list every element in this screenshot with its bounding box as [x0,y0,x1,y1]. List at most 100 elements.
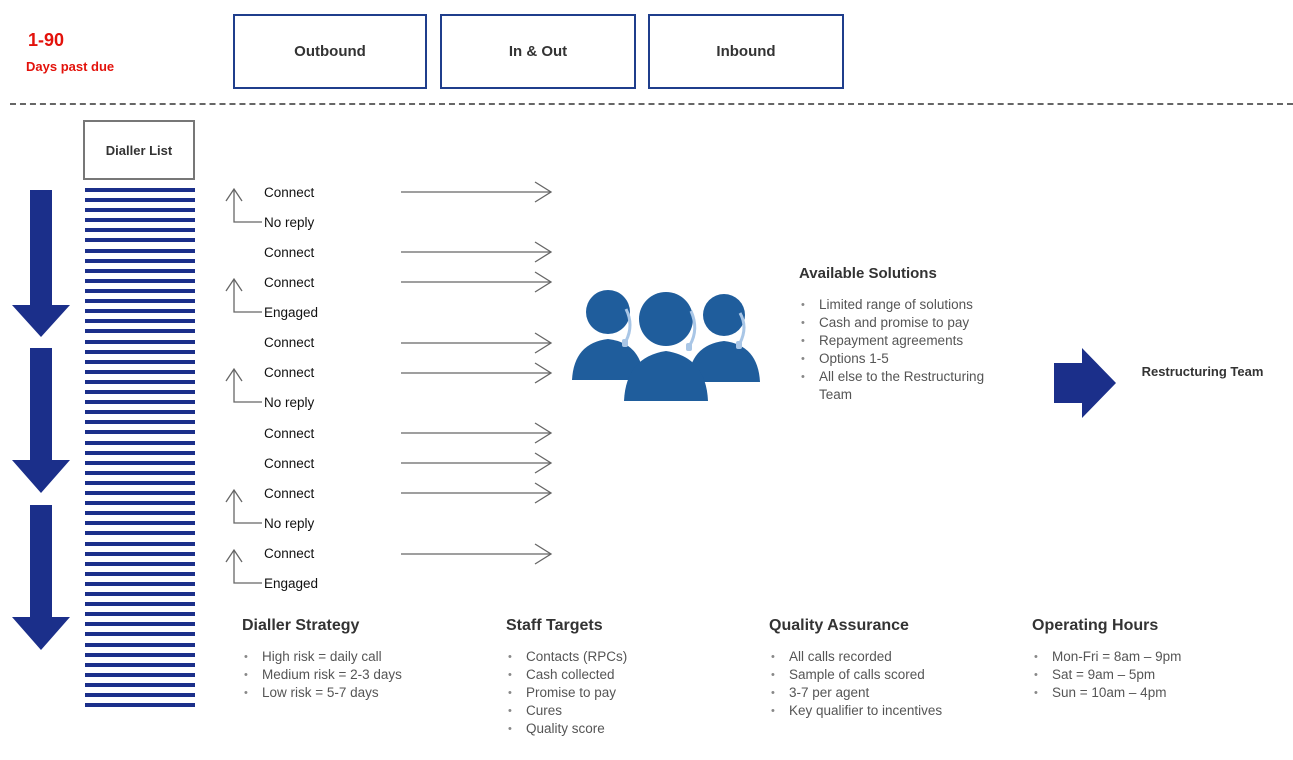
down-arrow-icon [12,348,70,493]
dialler-list-row [85,309,195,313]
available-solutions-title: Available Solutions [799,265,937,282]
call-outcome-no-reply: No reply [264,516,315,531]
call-outcome-connect: Connect [264,335,315,350]
channel-in-and-out: In & Out [440,14,636,89]
list-item: Medium risk = 2-3 days [242,666,472,684]
list-item: All calls recorded [769,648,1009,666]
dialler-list-row [85,673,195,677]
call-outcome-connect: Connect [264,275,315,290]
dialler-list-row [85,632,195,636]
dialler-list-row [85,279,195,283]
channel-inbound: Inbound [648,14,844,89]
retry-arrow-icon [225,277,262,313]
list-item: Mon-Fri = 8am – 9pm [1032,648,1262,666]
list-item: Cash collected [506,666,736,684]
days-past-due-label: Days past due [26,59,115,74]
dialler-list-row [85,238,195,242]
dialler-list-row [85,218,195,222]
list-item: Limited range of solutions [799,296,1029,314]
list-item: All else to the Restructuring Team [799,368,1019,404]
dialler-list-row [85,622,195,626]
dialler-list-row [85,420,195,424]
dialler-list-header: Dialler List [83,120,195,180]
dialler-list-row [85,481,195,485]
dialler-list-row [85,360,195,364]
list-item: Sat = 9am – 5pm [1032,666,1262,684]
dialler-list-row [85,582,195,586]
dialler-list-row [85,511,195,515]
right-arrow-icon [401,241,553,263]
dialler-list-row [85,259,195,263]
dialler-list-row [85,653,195,657]
dialler-list-row [85,319,195,323]
dialler-list-row [85,198,195,202]
list-item: Sun = 10am – 4pm [1032,684,1262,702]
dialler-list-row [85,410,195,414]
list-item: Sample of calls scored [769,666,1009,684]
dialler-list-row [85,572,195,576]
dialler-list-row [85,491,195,495]
dialler-list-row [85,289,195,293]
dialler-list-row [85,592,195,596]
dialler-list-row [85,602,195,606]
list-item: Low risk = 5-7 days [242,684,472,702]
dialler-list-row [85,562,195,566]
channel-outbound: Outbound [233,14,427,89]
call-outcome-connect: Connect [264,546,315,561]
dialler-list-row [85,451,195,455]
retry-arrow-icon [225,187,262,223]
call-outcome-connect: Connect [264,365,315,380]
call-outcome-connect: Connect [264,486,315,501]
staff-targets-title: Staff Targets [506,617,603,634]
quality-assurance-title: Quality Assurance [769,617,909,634]
dialler-list-row [85,693,195,697]
dialler-list-row [85,552,195,556]
connect-arrows [401,181,553,565]
dialler-list-row [85,329,195,333]
right-arrow-icon [401,332,553,354]
restructuring-team-label: Restructuring Team [1141,364,1264,379]
call-outcome-engaged: Engaged [264,576,319,591]
right-arrow-icon [401,482,553,504]
call-centre-agents-icon [572,290,760,401]
dialler-list-row [85,370,195,374]
call-outcome-no-reply: No reply [264,395,315,410]
list-item: Options 1-5 [799,350,1029,368]
retry-arrow-icon [225,488,262,524]
list-item: Cash and promise to pay [799,314,1029,332]
right-arrow-icon [1054,348,1116,418]
dialler-list-row [85,228,195,232]
progression-arrows [12,190,70,650]
staff-targets-list: Contacts (RPCs) Cash collected Promise t… [506,648,736,738]
list-item: High risk = daily call [242,648,472,666]
dialler-strategy-title: Dialler Strategy [242,617,360,634]
list-item: Key qualifier to incentives [769,702,1009,720]
dialler-list-row [85,643,195,647]
list-item: Quality score [506,720,736,738]
right-arrow-icon [401,362,553,384]
dialler-list-row [85,703,195,707]
dialler-list-row [85,663,195,667]
dialler-list-row [85,400,195,404]
dialler-list-row [85,208,195,212]
call-outcome-engaged: Engaged [264,305,319,320]
call-outcome-connect: Connect [264,456,315,471]
list-item: Promise to pay [506,684,736,702]
list-item: Contacts (RPCs) [506,648,736,666]
list-item: Repayment agreements [799,332,1029,350]
retry-arrow-icon [225,367,262,403]
right-arrow-icon [401,422,553,444]
dialler-list-row [85,340,195,344]
dialler-list-row [85,461,195,465]
dialler-list-row [85,501,195,505]
section-divider [10,103,1293,105]
dialler-list-row [85,249,195,253]
right-arrow-icon [401,452,553,474]
dialler-list-row [85,380,195,384]
days-past-due-range: 1-90 [28,30,65,50]
dialler-list-row [85,612,195,616]
dialler-list-row [85,531,195,535]
call-outcome-connect: Connect [264,245,315,260]
operating-hours-title: Operating Hours [1032,617,1159,634]
list-item: Cures [506,702,736,720]
